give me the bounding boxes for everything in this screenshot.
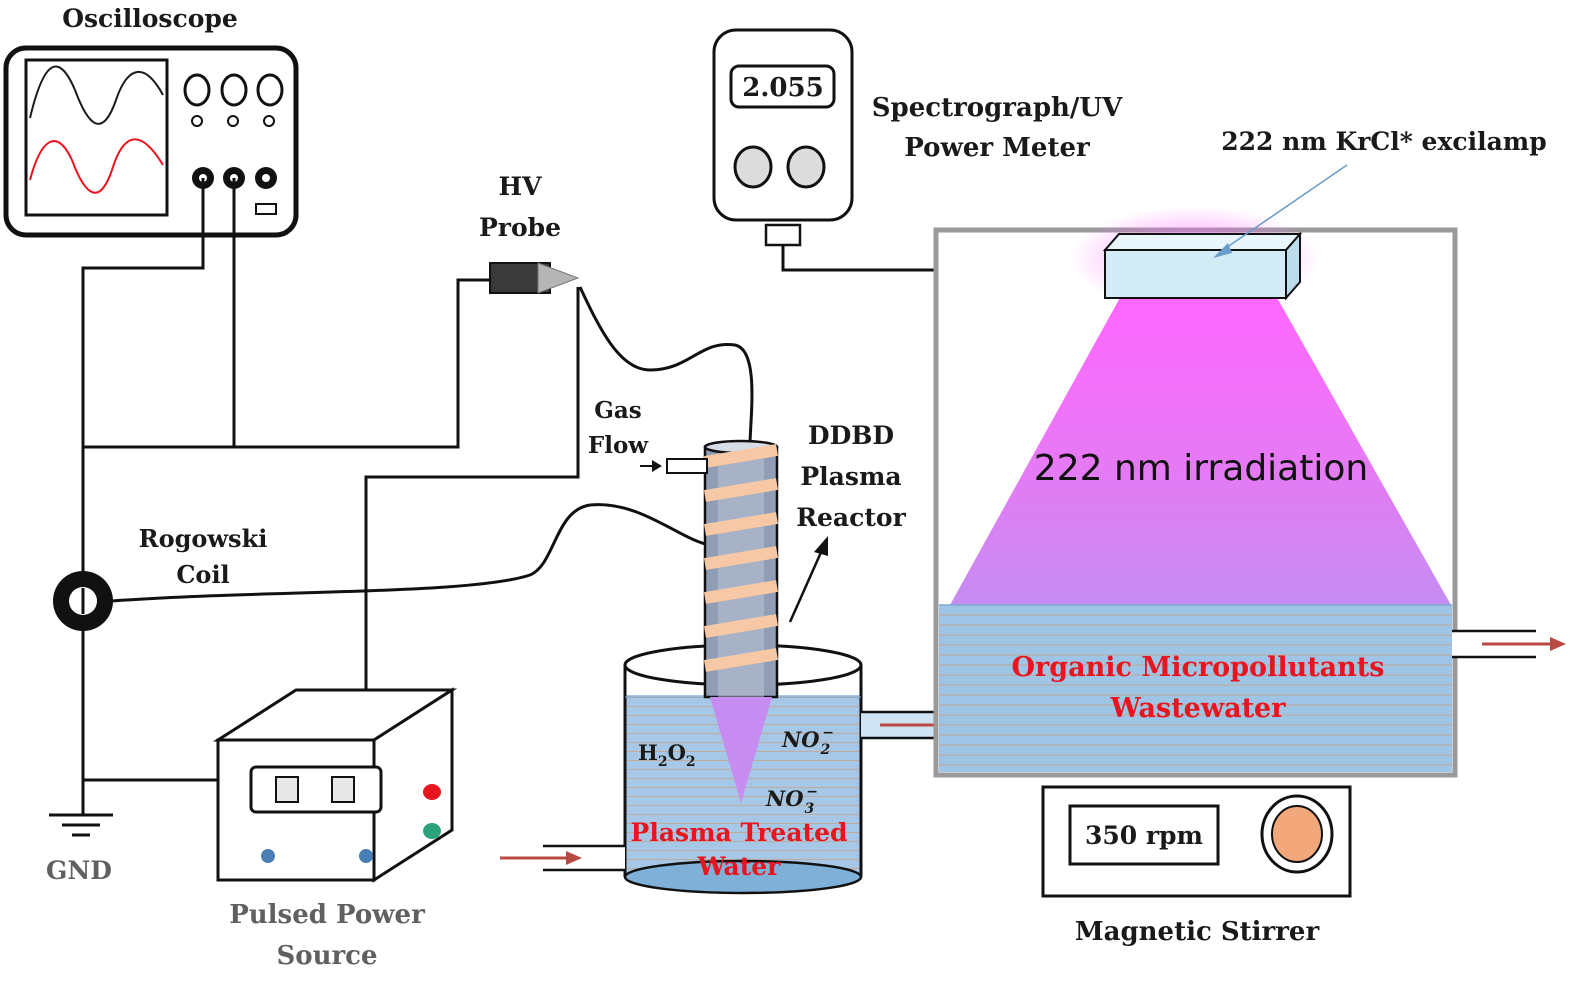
stirrer-display [1068, 804, 1220, 866]
green-indicator [423, 823, 441, 839]
stirrer-label: Magnetic Stirrer [1075, 917, 1320, 947]
wiring [49, 178, 754, 837]
oscilloscope-screen [24, 58, 169, 217]
ddbd-label-line2: Plasma [800, 462, 901, 491]
red-waveform [29, 138, 164, 194]
uv-beam [950, 296, 1451, 605]
ddbd-label-line3: Reactor [796, 503, 906, 532]
pulsed-power-source [212, 687, 458, 883]
ddbd-reactor [640, 439, 779, 803]
beaker-inlet [500, 844, 625, 872]
reactor-pointer-arrow [788, 536, 828, 623]
hv-probe-label-line2: Probe [479, 213, 561, 242]
magnetic-stirrer [1041, 785, 1352, 898]
excilamp-pointer [1213, 164, 1348, 258]
plasma-treated-water-label-line1: Plasma Treated [631, 818, 848, 847]
spectrograph-label-line2: Power Meter [904, 133, 1090, 163]
no3-label: NO3− [765, 784, 818, 817]
oscilloscope-knobs [183, 73, 284, 127]
power-display [249, 765, 383, 814]
krcl-excilamp [1102, 231, 1303, 301]
meter-display [729, 64, 836, 109]
black-waveform [29, 65, 164, 125]
plasma-treated-water-label-line2: Water [697, 852, 782, 881]
ddbd-label-line1: DDBD [808, 421, 894, 450]
power-source-label-line2: Source [276, 941, 377, 971]
hv-probe [489, 262, 580, 294]
no2-label: NO2− [781, 725, 834, 758]
blue-knob-right [359, 849, 373, 863]
wastewater-label-line1: Organic Micropollutants [1012, 652, 1385, 683]
spectrograph-label-line1: Spectrograph/UV [872, 93, 1123, 123]
meter-reading: 2.055 [742, 73, 823, 103]
rogowski-coil [53, 571, 113, 631]
power-source-label-line1: Pulsed Power [229, 900, 425, 930]
oscilloscope [3, 45, 299, 238]
gnd-label: GND [46, 856, 112, 885]
red-indicator [423, 784, 441, 800]
wastewater [939, 605, 1452, 772]
excilamp-label: 222 nm KrCl* excilamp [1221, 127, 1546, 156]
rogowski-label-line2: Coil [176, 560, 229, 589]
wastewater-label-line2: Wastewater [1110, 693, 1287, 724]
oscilloscope-label: Oscilloscope [62, 4, 238, 33]
gas-flow-label-line1: Gas [594, 397, 642, 424]
hv-probe-label-line1: HV [498, 172, 542, 201]
coil-electrode [704, 444, 778, 672]
stirrer-reading: 350 rpm [1085, 821, 1203, 850]
gas-flow-label-line2: Flow [588, 432, 649, 459]
irradiation-label: 222 nm irradiation [1034, 448, 1368, 489]
blue-knob-left [261, 849, 275, 863]
wastewater-outlet [1452, 629, 1566, 659]
rogowski-label-line1: Rogowski [139, 524, 268, 553]
h2o2-label: H2O2 [638, 740, 696, 770]
